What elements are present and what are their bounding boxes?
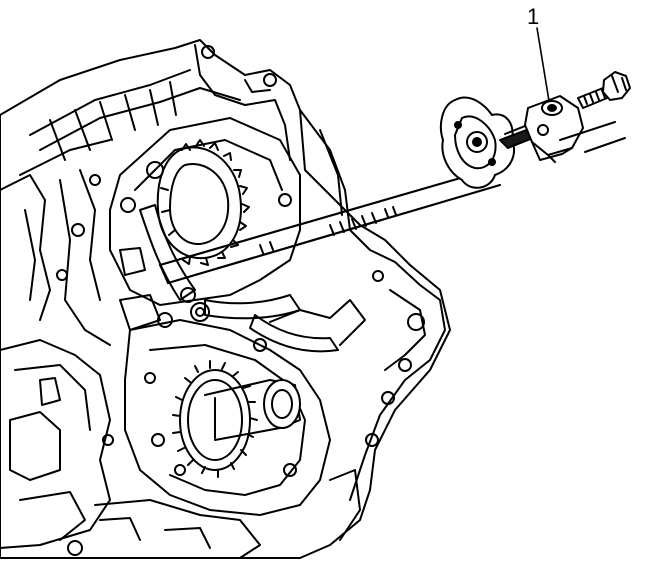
crankshaft-sprocket: [172, 360, 258, 478]
cover-flange: [299, 109, 446, 501]
timing-cover-area: [109, 117, 301, 306]
callout-label-1: 1: [527, 4, 540, 29]
engine-block: [0, 39, 451, 559]
mounting-bolt: [577, 71, 631, 109]
lower-front-cover: [124, 319, 331, 516]
retaining-bracket: [524, 95, 584, 163]
crankshaft-nose: [204, 379, 301, 441]
shaft-extension: [559, 121, 616, 141]
alignment-tool-bar: [158, 166, 502, 285]
callout-leader-line: [536, 27, 550, 102]
bolt-bosses: [119, 161, 267, 352]
lower-block: [0, 339, 361, 559]
chain-guide: [139, 204, 366, 353]
shaft-extension-lower: [584, 137, 626, 153]
camshaft-sprocket: [156, 139, 250, 266]
